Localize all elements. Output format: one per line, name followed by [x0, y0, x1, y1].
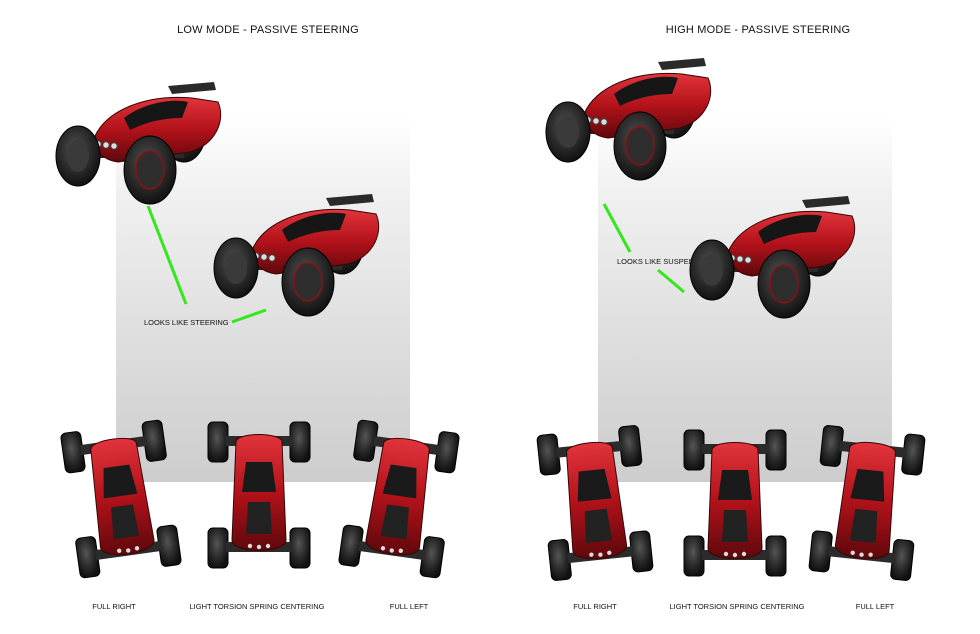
left-callout-label: LOOKS LIKE STEERING [144, 318, 229, 327]
right-truck-lower [689, 195, 856, 319]
right-callout-line-1 [602, 203, 632, 253]
right-caption-centering: LIGHT TORSION SPRING CENTERING [669, 602, 805, 611]
left-truck-upper [55, 81, 222, 205]
right-callout-label: LOOKS LIKE SUSPENSION [617, 257, 713, 266]
right-topview-full-left [808, 424, 926, 582]
right-topview-centering [683, 429, 787, 577]
left-topview-full-left [337, 419, 461, 579]
left-caption-centering: LIGHT TORSION SPRING CENTERING [189, 602, 325, 611]
right-callout-line-2 [657, 268, 685, 294]
left-topview-centering [207, 421, 311, 569]
left-panel-title: LOW MODE - PASSIVE STEERING [177, 24, 359, 36]
left-caption-full-right: FULL RIGHT [92, 602, 136, 611]
right-topview-full-right [536, 424, 654, 582]
right-caption-full-right: FULL RIGHT [573, 602, 617, 611]
left-topview-full-right [59, 419, 183, 579]
right-caption-full-left: FULL LEFT [855, 602, 895, 611]
left-truck-lower [213, 193, 380, 317]
right-panel-title: HIGH MODE - PASSIVE STEERING [665, 24, 851, 36]
left-caption-full-left: FULL LEFT [389, 602, 429, 611]
left-callout-line-1 [146, 205, 188, 305]
left-callout-line-2 [231, 308, 267, 324]
right-truck-upper [545, 57, 712, 181]
